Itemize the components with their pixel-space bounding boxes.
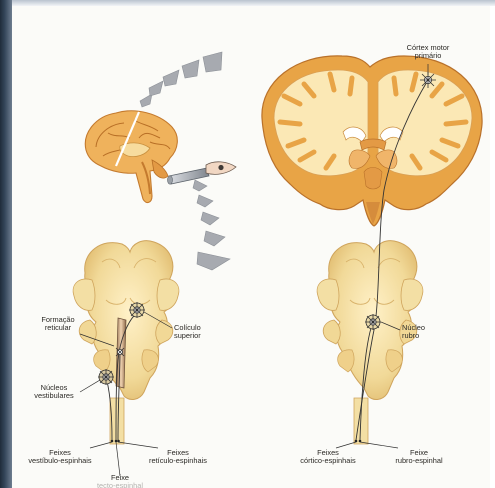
neuron-red-nucleus: [365, 314, 381, 330]
label-superior-colliculus-line2: superior: [174, 332, 224, 340]
label-reticulospinal-tracts: Feixes retículo-espinhais: [138, 449, 218, 466]
label-corticospinal-tracts: Feixes córtico-espinhais: [292, 449, 364, 466]
brainstem-right: [317, 241, 423, 444]
arrow-chevrons-top: [140, 52, 222, 107]
label-rubrospinal-tract: Feixe rubro-espinhal: [384, 449, 454, 466]
fiber-dots: [111, 440, 362, 443]
label-vestibular-nuclei-line2: vestibulares: [26, 392, 82, 400]
label-vestibulospinal-tracts-line2: vestíbulo-espinhais: [20, 457, 100, 465]
eye-viewer: [168, 162, 237, 184]
label-tectospinal-tract: Feixe tecto-espinhal: [88, 474, 152, 488]
label-tectospinal-tract-line1: Feixe: [88, 474, 152, 482]
neuron-colliculus: [129, 302, 145, 318]
label-superior-colliculus: Colículo superior: [174, 324, 224, 341]
coronal-brain-section: [262, 56, 482, 226]
label-reticular-formation: Formação reticular: [30, 316, 86, 333]
label-red-nucleus: Núcleo rubro: [402, 324, 442, 341]
neuron-vestibular: [98, 369, 114, 385]
label-vestibular-nuclei: Núcleos vestibulares: [26, 384, 82, 401]
neuron-reticular: [116, 348, 124, 356]
label-tectospinal-tract-line2: tecto-espinhal: [88, 482, 152, 488]
label-rubrospinal-tract-line2: rubro-espinhal: [384, 457, 454, 465]
label-reticular-formation-line2: reticular: [30, 324, 86, 332]
label-corticospinal-tracts-line2: córtico-espinhais: [292, 457, 364, 465]
label-motor-cortex: Córtex motor primário: [392, 44, 464, 61]
label-motor-cortex-line2: primário: [392, 52, 464, 60]
label-vestibulospinal-tracts: Feixes vestíbulo-espinhais: [20, 449, 100, 466]
label-red-nucleus-line2: rubro: [402, 332, 442, 340]
brainstem-left: [73, 241, 179, 444]
sagittal-brain: [85, 111, 177, 203]
arrow-chevrons-bottom: [193, 180, 230, 270]
label-reticulospinal-tracts-line2: retículo-espinhais: [138, 457, 218, 465]
